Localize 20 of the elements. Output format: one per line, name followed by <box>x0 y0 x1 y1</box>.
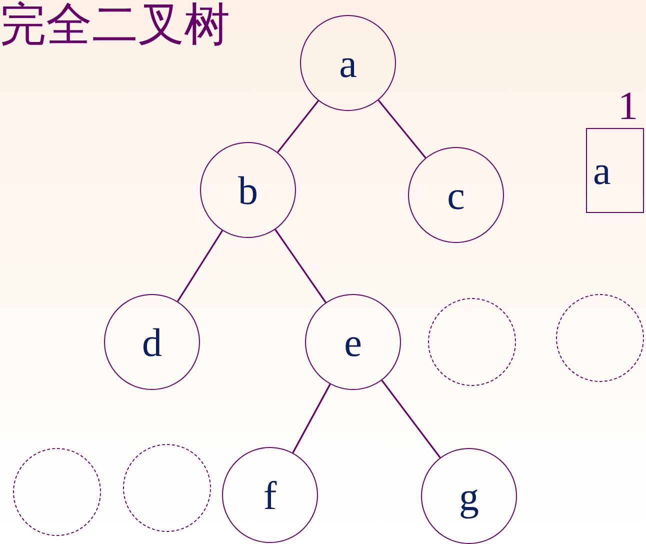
tree-node-circle: g <box>421 448 517 544</box>
array-cell: a <box>586 128 644 213</box>
empty-node-circle <box>428 298 516 386</box>
tree-node-circle: d <box>104 294 200 390</box>
tree-node-circle: b <box>200 142 296 238</box>
tree-node-circle: f <box>222 447 318 543</box>
tree-node-circle: c <box>408 147 504 243</box>
index-label: 1 <box>618 86 638 126</box>
tree-edge <box>378 100 426 158</box>
tree-edge <box>381 380 441 458</box>
tree-edge <box>274 229 326 303</box>
tree-node-circle: a <box>300 15 396 111</box>
tree-node-circle: e <box>305 294 401 390</box>
empty-node-circle <box>13 448 101 536</box>
tree-edge <box>176 230 224 302</box>
tree-edge <box>292 384 331 454</box>
title: 完全二叉树 <box>0 0 230 53</box>
empty-node-circle <box>556 294 644 382</box>
tree-edge <box>277 100 319 153</box>
empty-node-circle <box>123 444 211 532</box>
